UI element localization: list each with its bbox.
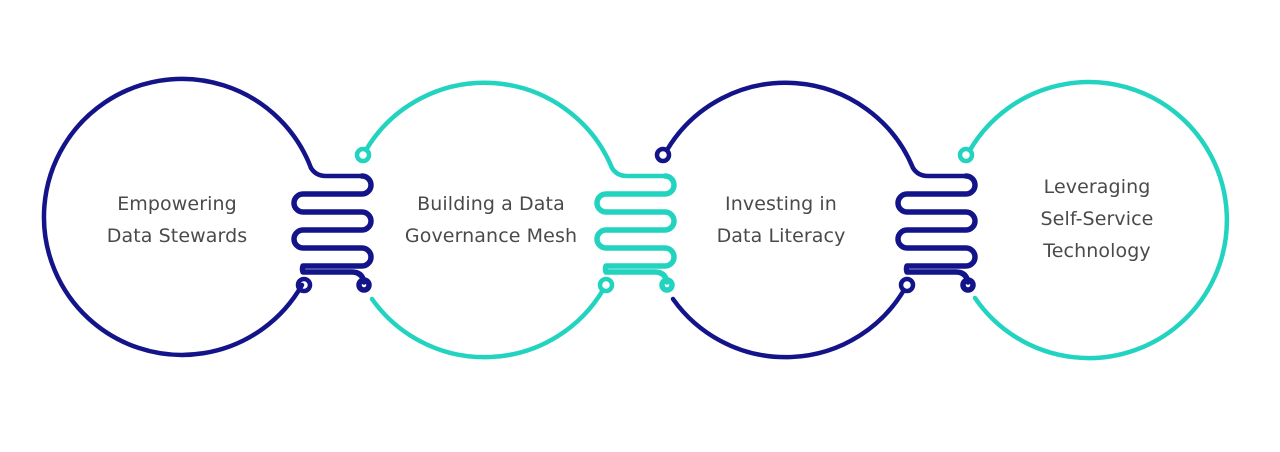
stage-2-ring (354, 80, 668, 360)
terminal-node-icon (295, 276, 313, 294)
connector-3-serpentine (895, 173, 978, 293)
terminal-node-icon (898, 276, 916, 294)
stage-1-ring (41, 76, 365, 358)
stage-3-line-2: Data Literacy (716, 225, 846, 247)
stage-3-line-1: Investing in (725, 193, 837, 215)
terminal-node-icon (356, 277, 372, 293)
stage-4-line-3: Technology (1043, 240, 1151, 262)
stage-3-ring (654, 80, 969, 360)
stage-4-line-1: Leveraging (1043, 176, 1151, 198)
stage-4-line-2: Self-Service (1040, 208, 1154, 230)
stage-4-label: Leveraging Self-Service Technology (1041, 171, 1154, 267)
stage-3-label: Investing in Data Literacy (717, 188, 846, 252)
connector-2-serpentine (594, 173, 677, 293)
stage-2-line-2: Governance Mesh (404, 225, 578, 247)
stage-2-label: Building a Data Governance Mesh (405, 188, 577, 252)
stage-2-line-1: Building a Data (417, 193, 565, 215)
terminal-node-icon (354, 146, 372, 164)
terminal-node-icon (654, 146, 672, 164)
stage-1-line-1: Empowering (117, 193, 237, 215)
stage-4-ring (957, 79, 1230, 361)
terminal-node-icon (659, 277, 675, 293)
connector-1-serpentine (291, 173, 374, 293)
stage-1-label: Empowering Data Stewards (107, 188, 248, 252)
terminal-node-icon (597, 276, 615, 294)
terminal-node-icon (957, 146, 975, 164)
stage-1-line-2: Data Stewards (106, 225, 248, 247)
terminal-node-icon (960, 277, 976, 293)
